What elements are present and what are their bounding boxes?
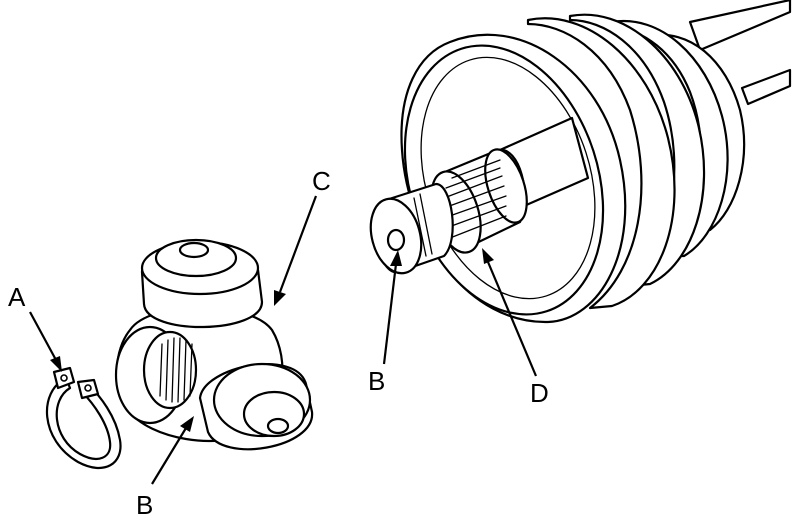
- callout-a: A: [8, 282, 26, 312]
- callout-d: D: [530, 378, 549, 408]
- tip-ridges: [413, 193, 433, 257]
- circlip: [45, 366, 122, 469]
- leader-lines: [29, 195, 538, 485]
- splined-shaft: [369, 148, 528, 275]
- cv-boot: [400, 0, 792, 324]
- callout-c: C: [312, 166, 331, 196]
- hub-bore-splines: [159, 337, 193, 403]
- shaft-splines: [443, 159, 507, 239]
- callout-b-left: B: [136, 490, 153, 520]
- tripod-joint: [114, 238, 314, 451]
- callout-b-right: B: [368, 366, 385, 396]
